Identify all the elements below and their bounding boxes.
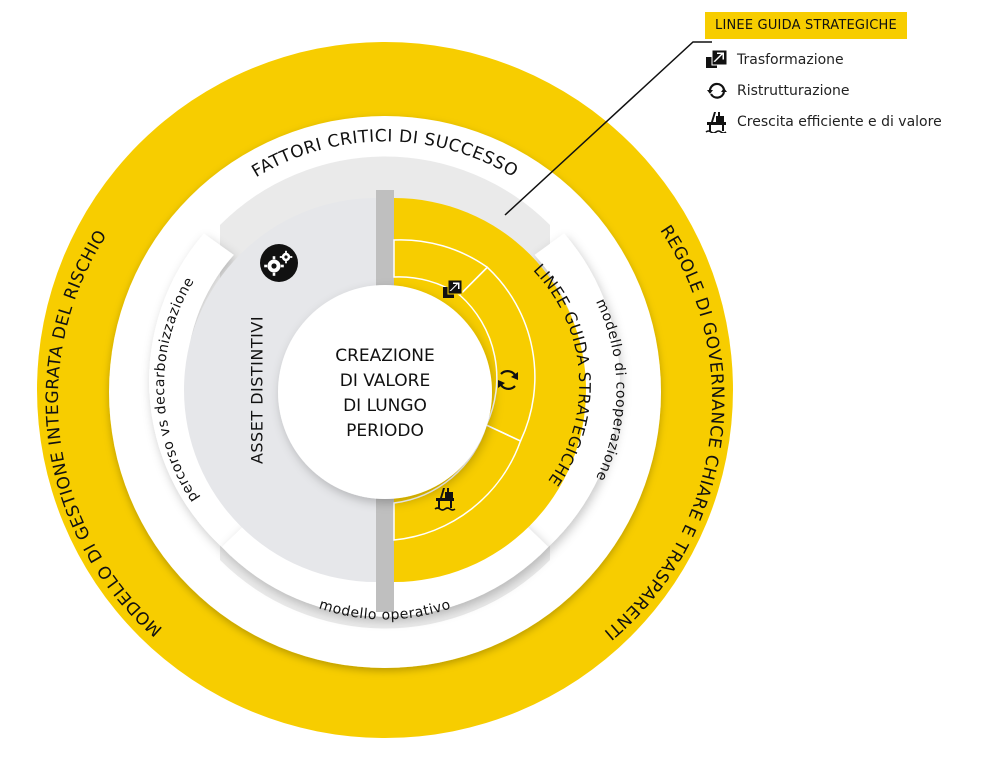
legend-label-transformation: Trasformazione [737, 52, 844, 68]
center-line-4: PERIODO [346, 421, 424, 441]
inner-ring-right-band [520, 233, 620, 547]
legend-title: LINEE GUIDA STRATEGICHE [705, 12, 907, 39]
legend: LINEE GUIDA STRATEGICHE Trasformazione R… [705, 12, 942, 133]
legend-item-restructuring: Ristrutturazione [705, 81, 942, 101]
legend-item-transformation: Trasformazione [705, 49, 942, 71]
inner-ring-bottom-band [221, 519, 549, 617]
svg-text:ASSET DISTINTIVI: ASSET DISTINTIVI [248, 316, 267, 464]
center-line-1: CREAZIONE [335, 346, 435, 366]
restructuring-icon [707, 82, 727, 99]
center-circle [278, 285, 492, 499]
legend-leader-line [504, 41, 712, 216]
offshore-platform-icon [705, 112, 727, 133]
legend-label-growth: Crescita efficiente e di valore [737, 114, 942, 130]
center-line-2: DI VALORE [340, 371, 430, 391]
transformation-icon [443, 279, 463, 298]
legend-item-growth: Crescita efficiente e di valore [705, 111, 942, 133]
left-half-label: ASSET DISTINTIVI [248, 316, 267, 464]
strategy-segments [393, 239, 536, 541]
restructuring-icon [498, 370, 518, 390]
offshore-platform-icon [434, 488, 456, 511]
transformation-icon [706, 49, 728, 68]
legend-label-restructuring: Ristrutturazione [737, 83, 850, 99]
inner-ring-left-band [149, 233, 250, 547]
center-line-3: DI LUNGO [343, 396, 427, 416]
gears-icon [260, 244, 298, 282]
